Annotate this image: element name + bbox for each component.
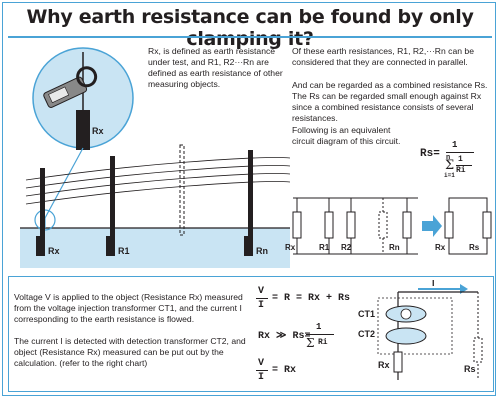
eq1-den: I: [258, 300, 265, 311]
para-rx-definition: Rx, is defined as earth resistance under…: [148, 46, 283, 89]
clamp-meter-icon: [43, 66, 98, 108]
label-rx-top: Rx: [92, 126, 104, 136]
ct-dashed-box: [377, 297, 453, 355]
outer-frame: [2, 2, 496, 396]
para-parallel: Of these earth resistances, R1, R2,···Rn…: [292, 46, 474, 67]
rod-rx: [36, 236, 45, 256]
eq3-bar: [256, 370, 268, 371]
rod-rn: [244, 236, 253, 256]
circuit-label-r1: R1: [319, 243, 330, 252]
eq3-den: I: [258, 372, 265, 383]
circuit-label-rx: Rx: [285, 243, 296, 252]
rs-sum-upper: n: [446, 154, 451, 162]
ct-label-rx: Rx: [378, 360, 390, 370]
ct-label-ct1: CT1: [358, 309, 375, 319]
eq1-bar: [256, 298, 268, 299]
ct-label-i: I: [432, 280, 435, 288]
eq2-lhs: Rx ≫ Rs=: [258, 331, 311, 342]
magnified-rod: [76, 110, 90, 150]
pole-rn: [248, 150, 253, 236]
rod-r1: [106, 236, 115, 256]
eq1-rhs: = R = Rx + Rs: [272, 293, 351, 304]
para-equivalent: Following is an equivalent circuit diagr…: [292, 125, 401, 146]
clamp-illustration: Rx Rx R1 Rn: [20, 47, 291, 268]
rs-sum-lower: i=1: [444, 172, 455, 179]
eq2-den: Ri: [318, 338, 328, 347]
eq3-num: V: [258, 358, 265, 369]
rs-inner-ri: Ri: [456, 166, 466, 175]
rs-inner-num: 1: [458, 155, 463, 164]
voltage-source-icon: [400, 308, 412, 320]
label-r1: R1: [118, 246, 130, 256]
para-current: The current I is detected with detection…: [14, 336, 246, 368]
arrow-right-icon: [422, 215, 442, 237]
eq3-rhs: = Rx: [272, 365, 297, 376]
eq2-sigma: Σ: [306, 336, 315, 350]
ct-diagram: I CT1 CT2 Rx Rs: [358, 280, 483, 380]
para-combined: And can be regarded as a combined resist…: [292, 80, 488, 123]
ct-label-rs: Rs: [464, 364, 476, 374]
label-rx-bottom: Rx: [48, 246, 60, 256]
eq1-num: V: [258, 286, 265, 297]
pole-r1: [110, 156, 115, 236]
rs-fraction-bar: [446, 152, 474, 153]
rs-definition-num: 1: [452, 140, 458, 150]
pole-dashed: [179, 144, 185, 236]
bottom-panel: [8, 276, 494, 392]
circuit-label-rn: Rn: [389, 243, 400, 252]
circuit-label-rs: Rs: [469, 243, 480, 252]
page-title: Why earth resistance can be found by onl…: [26, 6, 474, 50]
label-rn: Rn: [256, 246, 268, 256]
circuit-label-r2: R2: [341, 243, 352, 252]
eq2-bar: [306, 334, 334, 335]
rs-inner-bar: [456, 165, 472, 166]
sigma-symbol: Σ: [445, 158, 455, 173]
eq2-num: 1: [316, 322, 322, 332]
current-arrow-icon: [418, 284, 468, 294]
ct2-ring: [385, 327, 427, 345]
rs-definition-lhs: Rs=: [420, 148, 440, 160]
circuit-label-rx2: Rx: [435, 243, 446, 252]
title-underline: [8, 36, 492, 38]
equivalent-circuit: Rx R1 R2 Rn Rx Rs: [285, 197, 492, 255]
ct-label-ct2: CT2: [358, 329, 375, 339]
para-voltage: Voltage V is applied to the object (Resi…: [14, 292, 243, 324]
